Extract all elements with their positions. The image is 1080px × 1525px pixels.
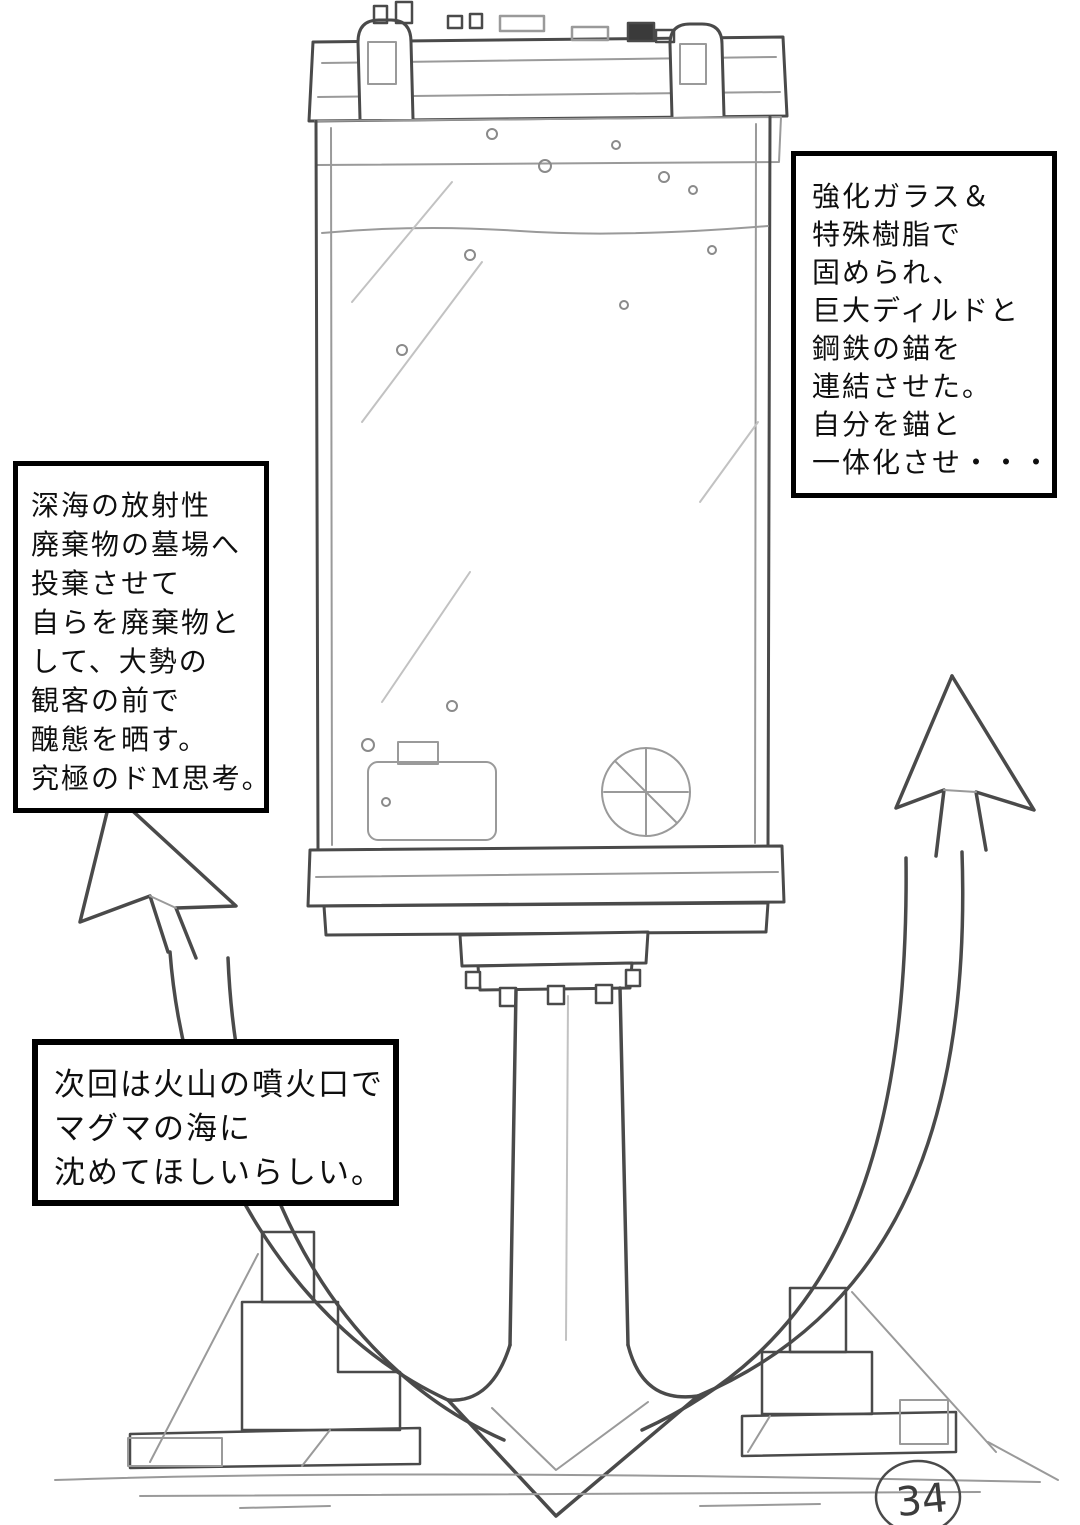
caption-line: 固められ、 [812, 256, 963, 289]
caption-line: 自らを廃棄物と [31, 606, 242, 639]
water-line [321, 225, 769, 235]
caption-box-bottom: 次回は火山の噴火口で マグマの海に 沈めてほしいらしい。 [32, 1039, 399, 1206]
anchor-arrowhead-right [894, 674, 1036, 858]
caption-line: 鋼鉄の錨を [812, 332, 963, 365]
caption-line: 醜態を晒す。 [31, 723, 209, 756]
glass-tank-sketch [314, 115, 772, 851]
caption-line: 究極のドM思考。 [31, 762, 272, 795]
caption-line: マグマの海に [54, 1111, 252, 1147]
caption-line: 沈めてほしいらしい。 [54, 1155, 384, 1191]
page-number-circle [874, 1459, 962, 1525]
caption-line: 次回は火山の噴火口で [54, 1067, 384, 1103]
bubbles [361, 128, 717, 807]
tank-lug-left [356, 18, 415, 121]
caption-line: 特殊樹脂で [812, 218, 963, 251]
tank-cap-sketch [307, 0, 789, 166]
anchor-arrowhead-left [78, 790, 238, 960]
support-stand-left-sketch [127, 1230, 422, 1470]
tank-lug-right [668, 22, 726, 119]
caption-line: 投棄させて [31, 567, 182, 600]
anchor-fluke-sketch [446, 1343, 700, 1518]
support-stand-right-sketch [740, 1286, 997, 1458]
tank-cap-fittings [372, 0, 676, 44]
anchor-arm-right-sketch [640, 674, 1036, 1432]
caption-box-left: 深海の放射性 廃棄物の墓場へ 投棄させて 自らを廃棄物と して、大勢の 観客の前… [13, 461, 272, 813]
page-number: 34 [894, 1475, 949, 1525]
caption-line: 廃棄物の墓場へ [31, 528, 242, 561]
caption-line: 自分を錨と [812, 408, 963, 441]
caption-box-right: 強化ガラス＆ 特殊樹脂で 固められ、 巨大ディルドと 鋼鉄の錨を 連結させた。 … [791, 151, 1057, 498]
caption-line: 強化ガラス＆ [812, 180, 992, 213]
glass-reflection [351, 181, 759, 703]
caption-line: 観客の前で [31, 684, 182, 717]
page-number-badge: 34 [874, 1459, 962, 1525]
caption-line: 一体化させ・・・ [812, 446, 1053, 479]
anchor-shank-sketch [508, 986, 630, 1347]
tank-bottom-cap-sketch [306, 844, 786, 1008]
caption-line: して、大勢の [31, 645, 209, 678]
tank-machinery-sketch [367, 741, 691, 841]
caption-line: 巨大ディルドと [812, 294, 1021, 327]
caption-line: 深海の放射性 [31, 489, 212, 522]
ground-lines [54, 476, 1059, 1509]
caption-line: 連結させた。 [812, 370, 993, 403]
